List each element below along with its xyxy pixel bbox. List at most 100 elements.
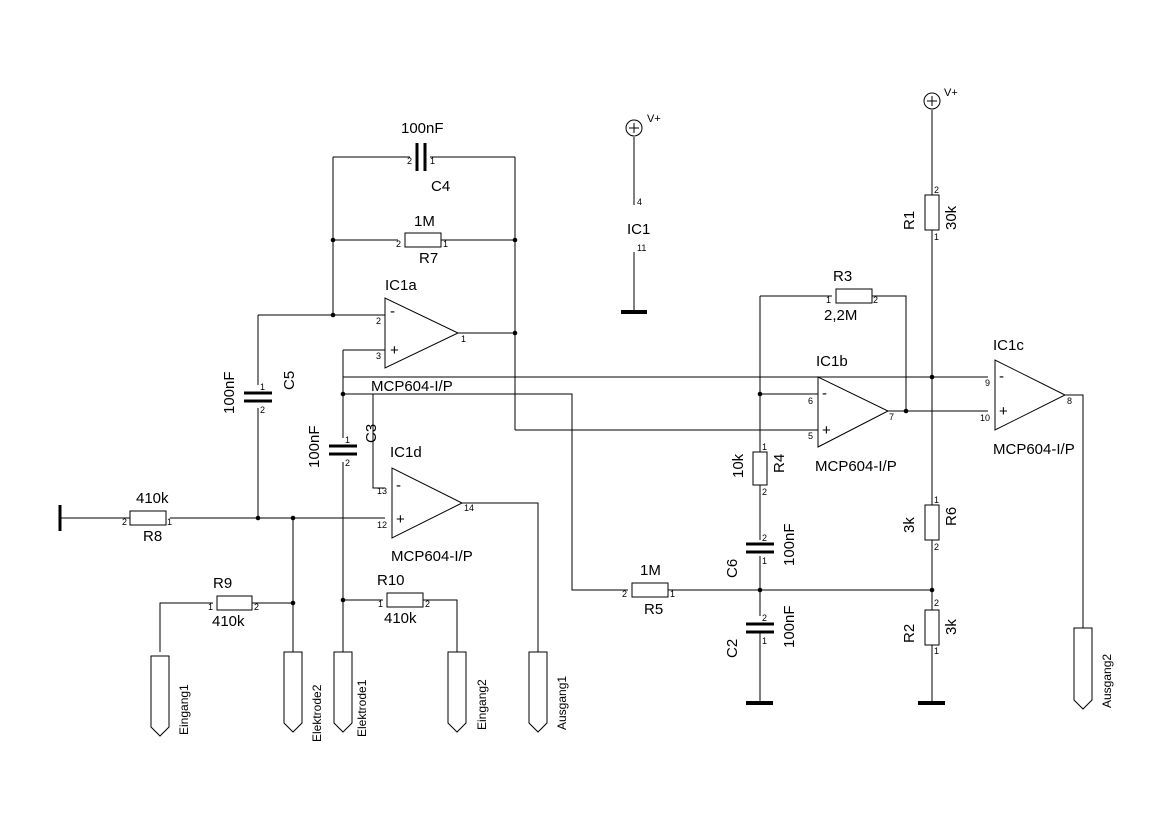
svg-text:10k: 10k [730, 453, 747, 478]
wires [60, 110, 1084, 702]
opamp-ic1d: 13 12 14 - + IC1d MCP604-I/P [377, 444, 474, 565]
capacitor-c5: 1 2 100nF C5 [221, 371, 298, 415]
svg-text:2: 2 [762, 533, 767, 543]
resistor-r10: 1 2 R10 410k [377, 572, 430, 627]
svg-text:Eingang1: Eingang1 [177, 684, 191, 735]
svg-text:6: 6 [808, 396, 813, 406]
connector-ausgang2: Ausgang2 [1073, 627, 1114, 710]
svg-text:+: + [999, 403, 1008, 420]
svg-text:1: 1 [762, 556, 767, 566]
svg-text:MCP604-I/P: MCP604-I/P [371, 378, 453, 395]
svg-text:1: 1 [670, 589, 675, 599]
svg-text:1: 1 [430, 156, 435, 166]
svg-text:R10: R10 [377, 572, 405, 589]
junction [929, 587, 935, 593]
svg-text:2: 2 [873, 295, 878, 305]
svg-text:IC1d: IC1d [390, 444, 422, 461]
connector-eingang2: Eingang2 [447, 651, 489, 733]
svg-text:3: 3 [376, 351, 381, 361]
vplus-symbol-1: V+ [625, 113, 661, 137]
svg-text:1: 1 [167, 517, 172, 527]
svg-text:1: 1 [826, 295, 831, 305]
svg-text:C6: C6 [724, 559, 741, 578]
svg-text:2: 2 [396, 239, 401, 249]
svg-text:3k: 3k [901, 517, 918, 533]
svg-text:-: - [396, 477, 401, 494]
svg-text:IC1a: IC1a [385, 277, 417, 294]
svg-text:1: 1 [378, 599, 383, 609]
svg-text:-: - [999, 368, 1004, 385]
svg-text:1: 1 [934, 232, 939, 242]
svg-text:C5: C5 [281, 371, 298, 390]
svg-text:2: 2 [254, 602, 259, 612]
svg-text:2: 2 [934, 185, 939, 195]
connector-elektrode1: Elektrode1 [333, 651, 369, 737]
junction [757, 391, 763, 397]
svg-text:3k: 3k [943, 619, 960, 635]
svg-text:R4: R4 [771, 454, 788, 473]
svg-text:MCP604-I/P: MCP604-I/P [993, 441, 1075, 458]
junction [929, 374, 935, 380]
svg-text:IC1c: IC1c [993, 337, 1024, 354]
opamp-ic1c: 9 10 8 - + IC1c MCP604-I/P [980, 337, 1075, 458]
junction [512, 330, 518, 336]
svg-text:MCP604-I/P: MCP604-I/P [391, 548, 473, 565]
svg-text:C2: C2 [724, 639, 741, 658]
svg-text:1: 1 [934, 646, 939, 656]
svg-text:R3: R3 [833, 268, 852, 285]
svg-text:2: 2 [407, 156, 412, 166]
svg-text:410k: 410k [384, 610, 417, 627]
svg-text:2: 2 [260, 405, 265, 415]
junction [290, 515, 296, 521]
svg-text:2: 2 [622, 589, 627, 599]
svg-text:410k: 410k [212, 613, 245, 630]
svg-text:Eingang2: Eingang2 [475, 679, 489, 730]
junctions [255, 237, 935, 606]
capacitor-c2: 2 1 C2 100nF [724, 605, 798, 658]
svg-text:MCP604-I/P: MCP604-I/P [815, 458, 897, 475]
svg-text:R1: R1 [901, 211, 918, 230]
svg-text:1: 1 [345, 435, 350, 445]
svg-text:1: 1 [934, 495, 939, 505]
junction [330, 312, 336, 318]
opamp-ic1a: 2 3 1 - + IC1a MCP604-I/P [371, 277, 466, 395]
junction [340, 597, 346, 603]
resistor-r2: 2 1 R2 3k [901, 598, 960, 656]
svg-text:2: 2 [934, 598, 939, 608]
junction [330, 237, 336, 243]
svg-text:1: 1 [260, 382, 265, 392]
svg-text:14: 14 [464, 503, 474, 513]
svg-text:100nF: 100nF [221, 371, 238, 414]
svg-text:2: 2 [345, 458, 350, 468]
svg-text:+: + [396, 511, 405, 528]
svg-text:11: 11 [637, 243, 646, 253]
svg-text:R2: R2 [901, 624, 918, 643]
svg-text:Ausgang1: Ausgang1 [555, 676, 569, 730]
resistor-r1: 2 1 R1 30k [901, 185, 960, 242]
svg-text:8: 8 [1067, 396, 1072, 406]
svg-text:1: 1 [762, 636, 767, 646]
junction [757, 587, 763, 593]
svg-text:4: 4 [637, 197, 642, 207]
svg-text:+: + [390, 342, 399, 359]
svg-text:2: 2 [122, 517, 127, 527]
resistor-r3: 1 2 R3 2,2M [824, 268, 878, 324]
svg-text:R7: R7 [419, 250, 438, 267]
svg-text:R6: R6 [943, 507, 960, 526]
svg-text:1: 1 [443, 239, 448, 249]
resistor-r9: 1 2 R9 410k [208, 575, 259, 630]
junction [290, 600, 296, 606]
svg-text:R8: R8 [143, 528, 162, 545]
svg-text:C4: C4 [431, 178, 450, 195]
svg-text:30k: 30k [943, 205, 960, 230]
junction [340, 391, 346, 397]
svg-text:Elektrode1: Elektrode1 [355, 679, 369, 737]
svg-text:+: + [822, 422, 831, 439]
svg-text:7: 7 [889, 412, 894, 422]
connector-eingang1: Eingang1 [150, 655, 191, 737]
capacitor-c4: 2 1 100nF C4 [401, 120, 450, 195]
connector-elektrode2: Elektrode2 [283, 651, 324, 742]
svg-text:10: 10 [980, 413, 990, 423]
svg-text:2: 2 [425, 599, 430, 609]
svg-text:Elektrode2: Elektrode2 [310, 684, 324, 742]
